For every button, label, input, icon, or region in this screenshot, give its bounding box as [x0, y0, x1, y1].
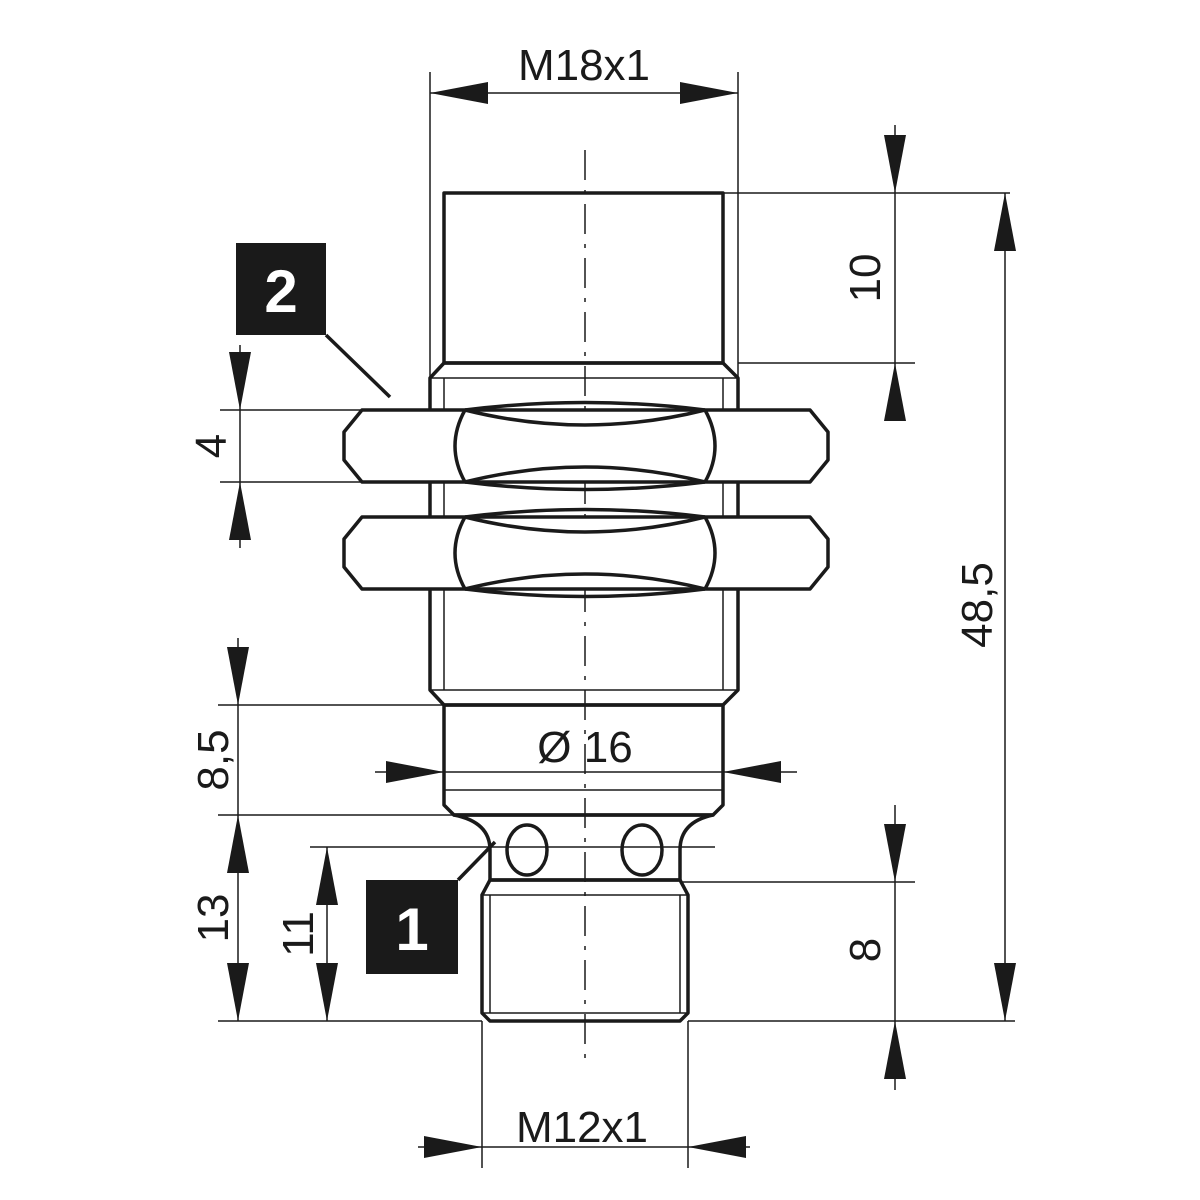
nut-upper	[342, 400, 830, 492]
label-connector-height: 13	[189, 894, 238, 943]
label-bottom-thread: M12x1	[516, 1103, 648, 1152]
dim-bottom-thread: M12x1	[418, 1021, 750, 1168]
callout-box-2	[236, 243, 326, 335]
label-connector-thread-length: 11	[274, 911, 323, 957]
label-collar-height: 8,5	[189, 729, 238, 790]
dim-connector-thread-length: 11	[274, 846, 715, 1021]
callout-led: 1	[366, 840, 497, 974]
dim-collar-diameter: Ø 16	[375, 723, 797, 783]
callout-label-1: 1	[395, 896, 428, 963]
connector-thread	[480, 878, 690, 1023]
label-collar-diameter: Ø 16	[537, 723, 632, 772]
label-bottom-thread-length: 8	[841, 938, 890, 962]
callout-label-2: 2	[264, 258, 297, 325]
dim-connector-height: 13	[189, 894, 482, 1022]
dim-nut-thickness: 4	[187, 345, 430, 548]
label-top-length: 10	[841, 254, 890, 303]
label-total-length: 48,5	[953, 562, 1002, 648]
led-window-right	[620, 823, 664, 877]
dim-top-length: 10	[723, 125, 1010, 421]
callout-nut: 2	[236, 243, 392, 399]
dim-total-length: 48,5	[688, 193, 1016, 1022]
sensor-head	[442, 191, 725, 365]
callout-box-1	[366, 880, 458, 974]
dim-bottom-thread-length: 8	[680, 805, 915, 1090]
label-top-thread: M18x1	[518, 41, 650, 90]
label-nut-thickness: 4	[187, 434, 236, 458]
dim-top-thread: M18x1	[429, 41, 739, 378]
led-window-left	[505, 823, 549, 877]
dim-collar-height: 8,5	[189, 638, 454, 1021]
nut-lower	[342, 507, 830, 599]
